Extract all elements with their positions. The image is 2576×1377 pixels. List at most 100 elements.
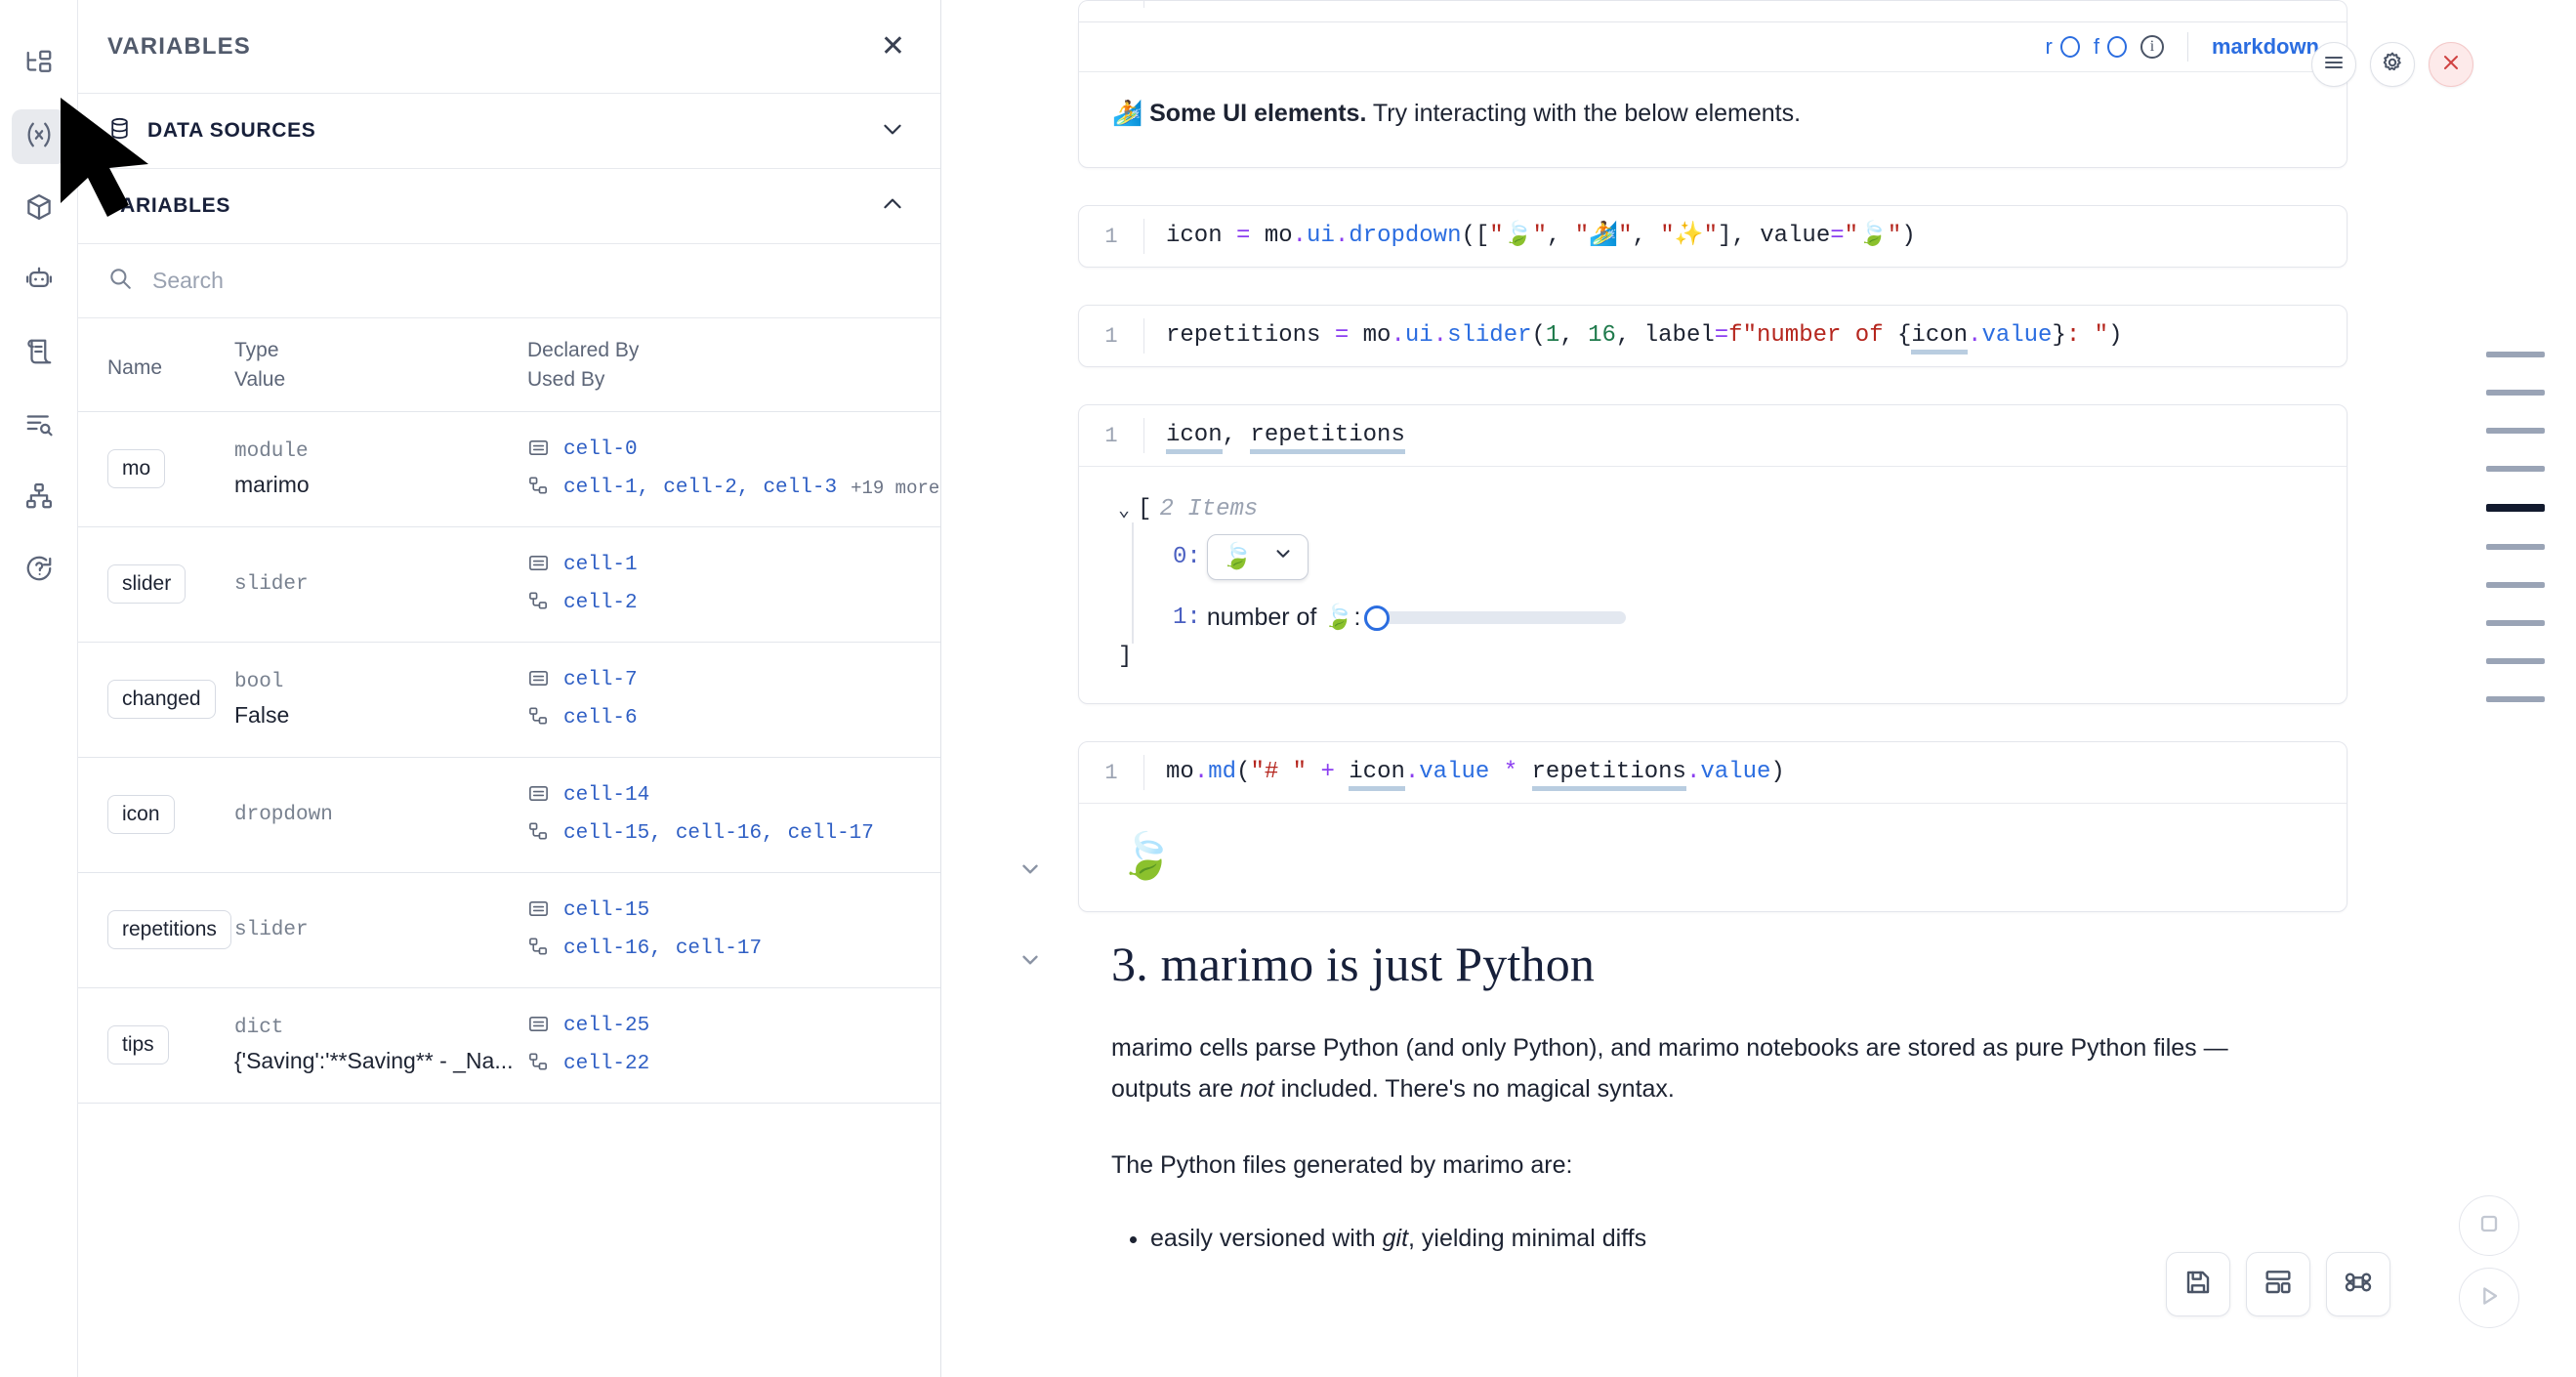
sidebar-item-logs[interactable]: [12, 398, 66, 453]
dropdown-selected-value: 🍃: [1221, 543, 1254, 572]
sidebar-item-variables[interactable]: [11, 109, 66, 164]
code-text[interactable]: repetitions = mo.ui.slider(1, 16, label=…: [1143, 318, 2347, 355]
cell-reference-link[interactable]: cell-15: [563, 899, 650, 923]
cell-reference-link[interactable]: cell-16,: [675, 822, 774, 846]
variable-name-chip[interactable]: slider: [107, 564, 187, 605]
table-row[interactable]: icon dropdown cell-14 cell-15, cell-16, cell-…: [78, 758, 940, 873]
cell-collapse-toggle[interactable]: [1018, 856, 1043, 887]
cell-reference-link[interactable]: cell-17: [675, 938, 763, 961]
layout-button[interactable]: [2246, 1252, 2310, 1316]
sidebar-item-documentation[interactable]: [12, 326, 66, 381]
chevron-down-icon[interactable]: ⌄: [1118, 499, 1131, 522]
bullet-1-part-b: , yielding minimal diffs: [1408, 1225, 1647, 1252]
sidebar-item-assistant[interactable]: [12, 254, 66, 309]
reactive-flag[interactable]: r: [2046, 34, 2080, 60]
save-disk-icon: [2182, 1267, 2214, 1303]
sidebar-item-help[interactable]: [12, 543, 66, 598]
cell-reference-link[interactable]: cell-17: [787, 822, 874, 846]
variables-search-row[interactable]: [78, 244, 940, 318]
used-by-icon: [527, 820, 550, 848]
minimap-mark[interactable]: [2486, 428, 2545, 434]
minimap-mark[interactable]: [2486, 582, 2545, 588]
cell-language-label[interactable]: markdown: [2211, 34, 2319, 59]
cell-reference-link[interactable]: cell-7: [563, 669, 638, 692]
section-collapse-toggle[interactable]: [1018, 947, 1043, 978]
variable-name-chip[interactable]: icon: [107, 795, 175, 835]
cell-reference-link[interactable]: cell-6: [563, 707, 638, 730]
dependency-graph-icon: [24, 481, 54, 516]
cell-menu-button[interactable]: [2311, 42, 2356, 87]
cell-settings-button[interactable]: [2370, 42, 2415, 87]
variable-name-chip[interactable]: repetitions: [107, 910, 231, 950]
minimap-mark[interactable]: [2486, 504, 2545, 512]
slider-knob[interactable]: [1364, 605, 1391, 631]
code-text[interactable]: icon = mo.ui.dropdown(["🍃", "🏄", "✨"], v…: [1143, 219, 2347, 254]
list-output-header[interactable]: ⌄[2 Items: [1118, 496, 2307, 522]
minimap-mark[interactable]: [2486, 466, 2545, 472]
panel-close-button[interactable]: ✕: [880, 29, 905, 63]
variable-name-chip[interactable]: mo: [107, 449, 166, 489]
stop-button[interactable]: [2459, 1195, 2519, 1256]
cell-close-button[interactable]: [2429, 42, 2473, 87]
section-variables[interactable]: VARIABLES: [78, 169, 940, 244]
cell-reference-link[interactable]: cell-14: [563, 784, 650, 808]
more-references-label[interactable]: +19 more: [851, 477, 940, 499]
sidebar-item-file-explorer[interactable]: [12, 37, 66, 92]
run-button[interactable]: [2459, 1268, 2519, 1328]
cell-reference-link[interactable]: cell-1,: [563, 477, 650, 500]
cell-reference-link[interactable]: cell-2: [563, 592, 638, 615]
cell-reference-link[interactable]: cell-2,: [663, 477, 750, 500]
sidebar-item-packages[interactable]: [12, 182, 66, 236]
search-input[interactable]: [152, 268, 911, 294]
chevron-down-icon[interactable]: [880, 116, 905, 146]
section-data-sources[interactable]: DATA SOURCES: [78, 94, 940, 169]
function-flag[interactable]: f: [2094, 34, 2127, 60]
notebook-minimap[interactable]: [2486, 352, 2545, 702]
variable-name-chip[interactable]: tips: [107, 1025, 169, 1065]
variable-type: slider: [234, 572, 309, 596]
code-token: .: [1685, 759, 1701, 785]
used-by-icon: [527, 1051, 550, 1078]
code-text[interactable]: icon, repetitions: [1143, 418, 2347, 454]
cell-reference-link[interactable]: cell-25: [563, 1015, 650, 1038]
cell-reference-link[interactable]: cell-3: [763, 477, 838, 500]
info-icon[interactable]: i: [2140, 35, 2164, 59]
minimap-mark[interactable]: [2486, 352, 2545, 357]
minimap-mark[interactable]: [2486, 658, 2545, 664]
section-paragraph-1: marimo cells parse Python (and only Pyth…: [1111, 1027, 2314, 1109]
slider-widget[interactable]: [1364, 605, 1627, 631]
sidebar-item-dependency-graph[interactable]: [12, 471, 66, 525]
list-items-count: 2 Items: [1159, 496, 1259, 522]
table-row[interactable]: slider slider cell-1 cell-2: [78, 527, 940, 643]
minimap-mark[interactable]: [2486, 390, 2545, 396]
minimap-mark[interactable]: [2486, 620, 2545, 626]
minimap-mark[interactable]: [2486, 544, 2545, 550]
cell-reference-link[interactable]: cell-1: [563, 554, 638, 577]
cell-reference-link[interactable]: cell-15,: [563, 822, 662, 846]
cell-reference-link[interactable]: cell-16,: [563, 938, 662, 961]
command-palette-button[interactable]: [2326, 1252, 2390, 1316]
chevron-up-icon[interactable]: [880, 191, 905, 222]
cell-reference-link[interactable]: cell-0: [563, 438, 638, 462]
variable-type-value-cell: dropdown: [234, 800, 527, 831]
cell-reference-link[interactable]: cell-22: [563, 1053, 650, 1076]
paragraph-1-italic: not: [1240, 1075, 1274, 1103]
dropdown-widget[interactable]: 🍃: [1206, 534, 1309, 580]
minimap-mark[interactable]: [2486, 696, 2545, 702]
markdown-cell-toolbar: r f i markdown: [1079, 22, 2347, 72]
code-token: : ": [2065, 322, 2109, 349]
code-text[interactable]: mo.md("# " + icon.value * repetitions.va…: [1143, 755, 2347, 791]
code-token: 16: [1588, 322, 1616, 349]
save-button[interactable]: [2166, 1252, 2230, 1316]
reactive-flag-label: r: [2045, 34, 2053, 59]
variable-name-chip[interactable]: changed: [107, 680, 216, 720]
